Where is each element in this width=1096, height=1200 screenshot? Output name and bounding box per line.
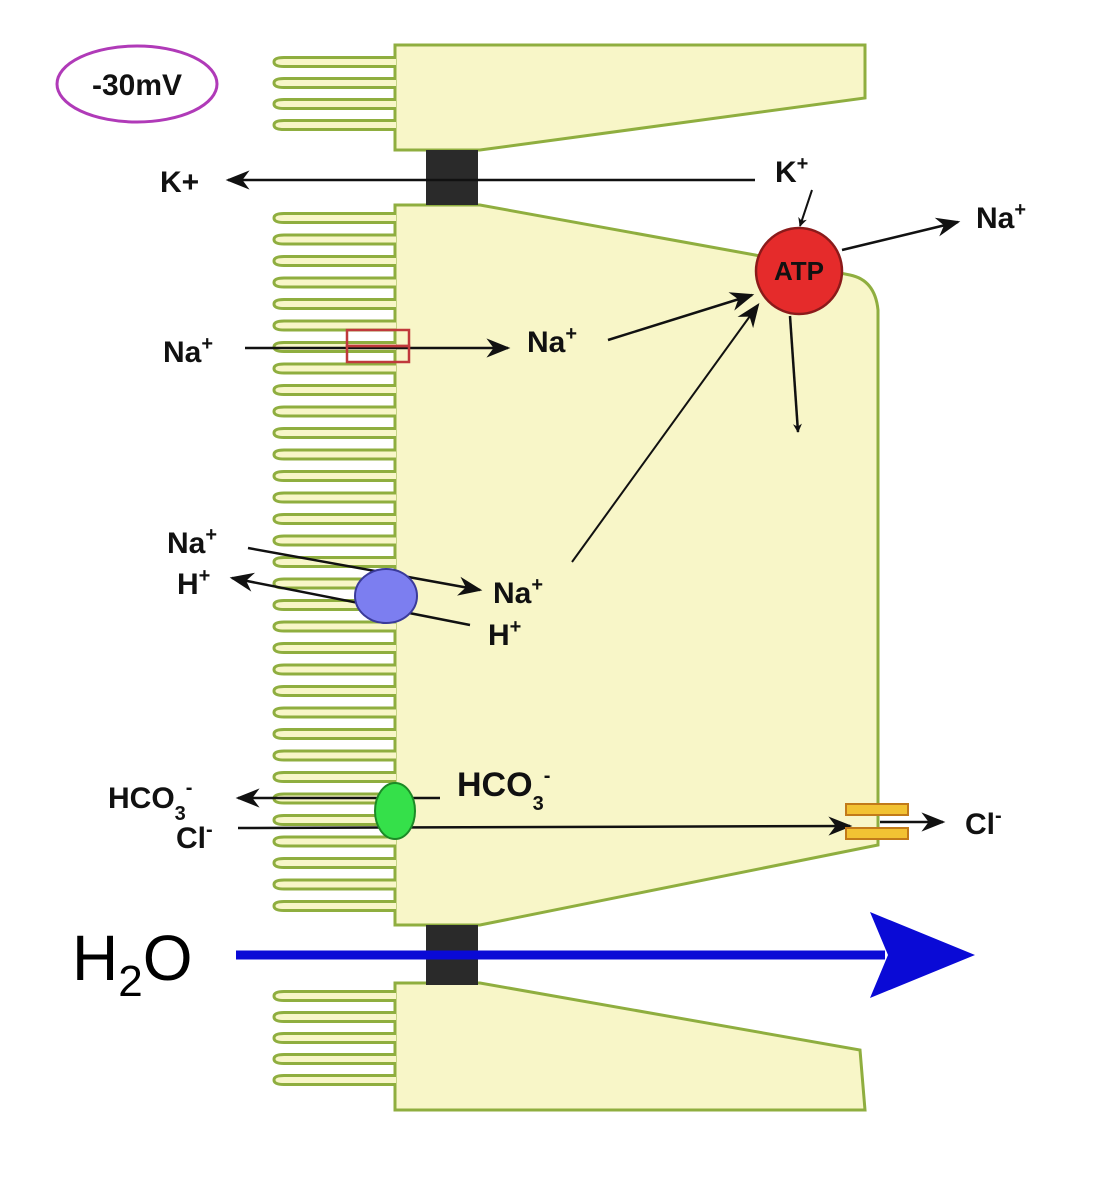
microvillus [272, 835, 396, 848]
microvillus [272, 98, 396, 110]
microvillus [272, 470, 396, 482]
microvillus [272, 1011, 396, 1023]
cl-hco3-exchanger [374, 782, 416, 840]
water-label: H2O [72, 922, 192, 1006]
microvillus [272, 405, 396, 418]
top-cell [393, 43, 867, 152]
microvillus [272, 427, 396, 439]
tight-junction-top [426, 150, 478, 205]
microvillus [272, 556, 396, 568]
apical-microvilli-top [272, 56, 396, 131]
cl-in-label: Cl- [176, 819, 213, 855]
microvillus [272, 728, 396, 740]
k-right-label: K+ [775, 153, 808, 189]
pump-downward-arrow [788, 315, 802, 433]
na-pump-out-arrow [841, 217, 961, 252]
microvillus [272, 56, 396, 68]
microvillus [272, 857, 396, 869]
water-flow-arrowhead [870, 912, 975, 998]
apical-microvilli-bottom [272, 990, 396, 1086]
k-left-label: K+ [160, 166, 199, 199]
apical-microvilli-main [272, 212, 396, 912]
microvillus [272, 990, 396, 1002]
microvillus [272, 814, 396, 826]
na-exchange-arrow [247, 546, 483, 596]
microvillus [272, 706, 396, 719]
membrane-potential-label: -30mV [92, 69, 182, 102]
microvillus [272, 534, 396, 547]
atp-pump [754, 226, 844, 316]
microvillus [272, 255, 396, 267]
microvillus [272, 1032, 396, 1044]
cl-channel-lower [845, 827, 909, 840]
na-channel-in-label: Na+ [163, 333, 213, 369]
hco3-out-label: HCO3- [108, 777, 192, 825]
microvillus [272, 276, 396, 289]
na-h-exchanger [354, 568, 418, 624]
microvillus [272, 319, 396, 332]
microvillus [272, 1053, 396, 1065]
microvillus [272, 513, 396, 525]
microvillus [272, 771, 396, 783]
microvillus [272, 900, 396, 912]
microvillus [272, 212, 396, 224]
h-exchange-arrow [229, 572, 471, 627]
na-from-exchanger-to-pump-arrow [571, 303, 760, 563]
cl-channel-upper [845, 803, 909, 816]
cl-basal-out-label: Cl- [965, 805, 1002, 841]
na-exchange-in-label: Na+ [167, 524, 217, 560]
microvillus [272, 663, 396, 676]
k-into-pump-arrow [798, 189, 813, 227]
na-channel-out-label: Na+ [527, 323, 577, 359]
na-exchange-cell-label: Na+ [493, 574, 543, 610]
microvillus [272, 362, 396, 375]
na-to-pump-arrow [607, 292, 755, 342]
cl-influx-arrow [237, 816, 853, 836]
na-channel-lower [345, 344, 411, 364]
membrane-potential-badge [55, 44, 219, 124]
h-exchange-out-label: H+ [177, 565, 210, 601]
microvillus [272, 77, 396, 89]
microvillus [272, 642, 396, 654]
microvillus [272, 620, 396, 633]
h-exchange-cell-label: H+ [488, 616, 521, 652]
microvillus [272, 685, 396, 697]
na-pump-out-label: Na+ [976, 199, 1026, 235]
microvillus [272, 119, 396, 131]
microvillus [272, 1074, 396, 1086]
atp-label: ATP [774, 256, 824, 286]
microvillus [272, 448, 396, 461]
microvillus [272, 491, 396, 504]
microvillus [272, 878, 396, 891]
microvillus [272, 749, 396, 762]
hco3-cell-label: HCO3- [457, 765, 550, 815]
bottom-cell [393, 981, 867, 1112]
microvillus [272, 298, 396, 310]
microvillus [272, 233, 396, 246]
microvillus [272, 384, 396, 396]
